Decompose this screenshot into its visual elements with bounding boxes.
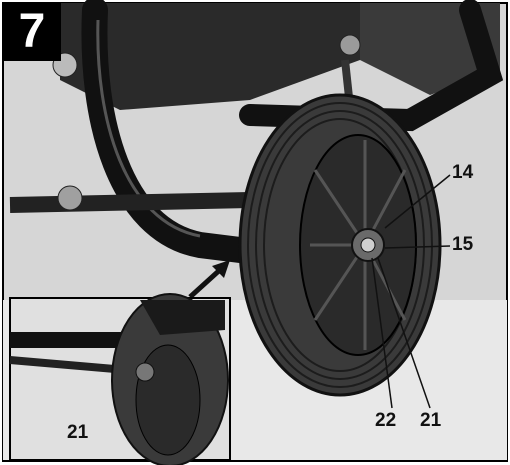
inset-wheel-rim xyxy=(135,344,201,456)
cross-bar-bolt xyxy=(57,185,83,211)
tire-groove-2 xyxy=(255,110,425,380)
frame-cross-bar xyxy=(9,192,251,213)
step-number-badge: 7 xyxy=(3,3,61,61)
inset-bracket xyxy=(140,300,225,335)
tire-groove-1 xyxy=(247,102,433,388)
callout-part-14: 14 xyxy=(452,162,474,183)
frame-tube-highlight xyxy=(96,19,201,238)
callout-part-22: 22 xyxy=(375,410,397,431)
inset-hub xyxy=(135,362,155,382)
direction-arrow-head xyxy=(212,260,230,278)
callout-part-15: 15 xyxy=(452,234,474,255)
axle-cap xyxy=(360,237,376,253)
engine-bolt xyxy=(339,34,361,56)
callout-part-21-main: 21 xyxy=(420,410,442,431)
direction-arrow xyxy=(188,266,224,299)
generator-body xyxy=(60,3,380,110)
callout-part-21-inset: 21 xyxy=(67,422,89,443)
frame-tube-main xyxy=(81,0,253,263)
